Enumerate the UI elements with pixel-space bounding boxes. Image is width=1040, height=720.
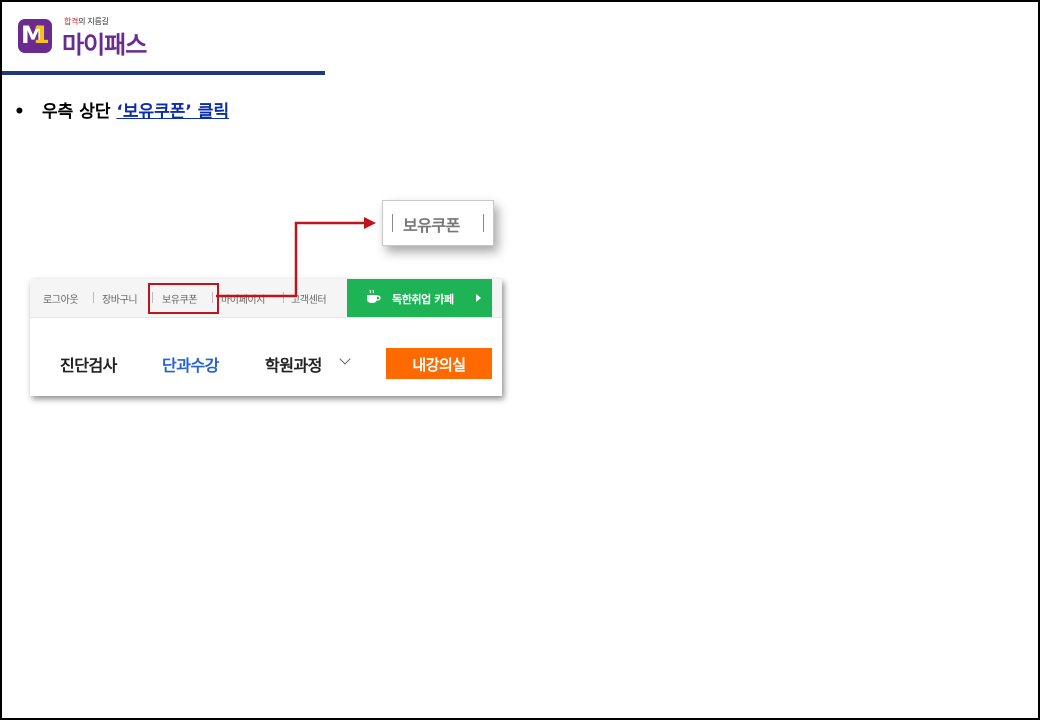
- logo-name: 마이패스: [62, 31, 147, 59]
- callout-left-separator: [392, 214, 393, 232]
- instruction-line: • 우측 상단 ‘보유쿠폰’ 클릭: [14, 97, 229, 122]
- separator: [212, 292, 213, 303]
- separator: [152, 292, 153, 303]
- callout-label: 보유쿠폰: [403, 216, 460, 235]
- coupon-highlight-box: [148, 283, 219, 314]
- logout-link[interactable]: 로그아웃: [43, 295, 79, 306]
- instruction-prefix: 우측 상단: [42, 102, 117, 122]
- play-arrow-icon: [476, 294, 481, 302]
- nav-single-course[interactable]: 단과수강: [162, 356, 219, 375]
- nav-diagnosis[interactable]: 진단검사: [60, 356, 117, 375]
- utility-bar: 로그아웃 장바구니 보유쿠폰 마이페이지 고객센터 독한취업 카페: [30, 279, 502, 318]
- cafe-button[interactable]: 독한취업 카페: [347, 279, 492, 317]
- mypage-link[interactable]: 마이페이지: [221, 295, 266, 306]
- callout-right-separator: [483, 214, 484, 232]
- header-divider: [2, 71, 325, 75]
- bullet: •: [14, 102, 25, 122]
- my-lecture-room-button[interactable]: 내강의실: [386, 348, 492, 379]
- chevron-down-icon[interactable]: [339, 353, 351, 365]
- logo-tagline: 합격의 지름길: [64, 17, 109, 26]
- coffee-cup-icon: [367, 289, 381, 303]
- separator: [283, 292, 284, 303]
- website-header-screenshot: 로그아웃 장바구니 보유쿠폰 마이페이지 고객센터 독한취업 카페 진단검사 단…: [30, 279, 502, 396]
- cafe-button-label: 독한취업 카페: [392, 293, 454, 306]
- coupon-zoom-callout: 보유쿠폰: [382, 200, 494, 246]
- coupon-link-text[interactable]: ‘보유쿠폰’ 클릭: [116, 102, 230, 122]
- nav-academy-course[interactable]: 학원과정: [265, 356, 322, 375]
- separator: [93, 292, 94, 303]
- customer-center-link[interactable]: 고객센터: [291, 295, 327, 306]
- cart-link[interactable]: 장바구니: [102, 295, 138, 306]
- coupon-link[interactable]: 보유쿠폰: [162, 295, 198, 306]
- my-lecture-room-label: 내강의실: [412, 356, 466, 374]
